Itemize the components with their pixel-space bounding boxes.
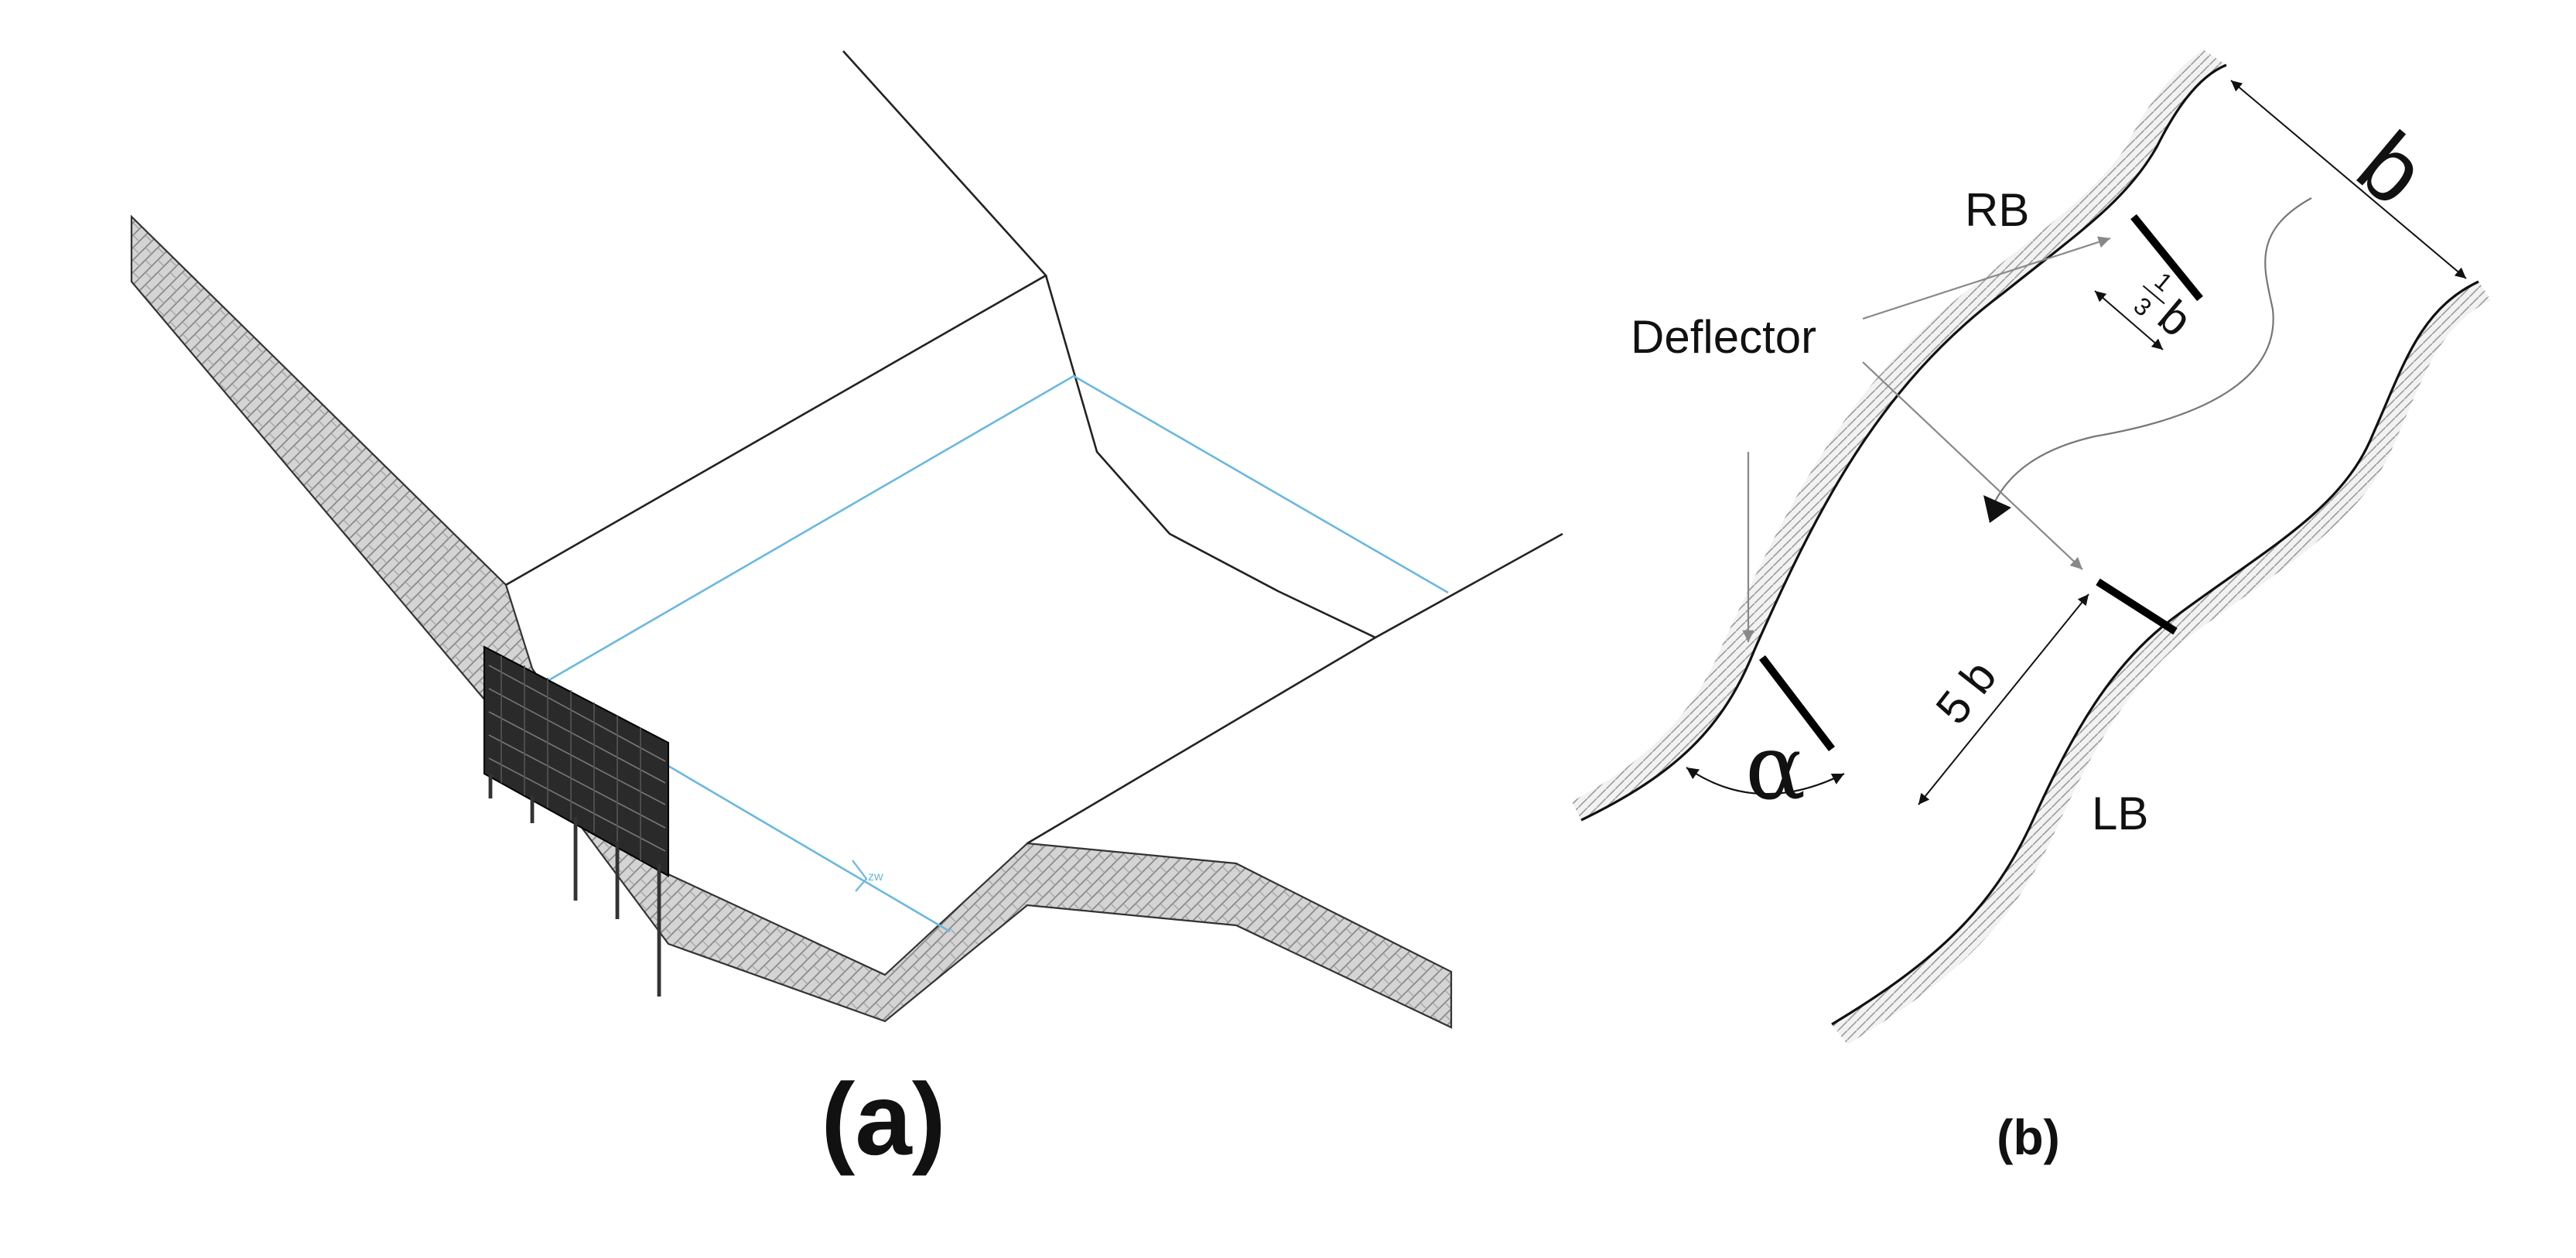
svg-text:b: b <box>2149 290 2202 347</box>
caption-b: (b) <box>1997 1109 2060 1165</box>
spacing-dimension <box>1918 593 2089 805</box>
right-bank-hatch <box>1572 50 2226 820</box>
water-level-symbol: zw <box>852 860 883 892</box>
spacing-label: 5 b <box>1925 651 2006 733</box>
deflector-label: Deflector <box>1631 311 1816 363</box>
panel-a-isometric-view: zw (a) <box>130 50 1563 1176</box>
width-dimension <box>2230 80 2467 279</box>
left-bank-outline <box>505 50 1048 586</box>
length-label: 1 3 b <box>2128 267 2202 347</box>
left-bank-label: LB <box>2092 788 2148 839</box>
svg-text:3: 3 <box>2128 292 2157 322</box>
svg-text:zw: zw <box>868 870 883 884</box>
width-label: b <box>2339 112 2444 225</box>
channel-edge <box>1027 636 1376 845</box>
right-bank-outline <box>1044 275 1563 639</box>
deflector-middle <box>2096 578 2178 635</box>
right-bank-line <box>1580 63 2227 822</box>
panel-b-plan-view: b 1 3 b 5 b α RB LB Deflector (b) <box>1572 50 2491 1165</box>
deflector-leader-middle <box>1862 361 2083 570</box>
angle-arc <box>1686 767 1845 795</box>
deflector-lower <box>1759 655 1835 752</box>
right-bank-label: RB <box>1965 184 2029 236</box>
wicker-fence <box>483 645 669 996</box>
water-surface <box>547 374 1449 933</box>
deflector-leader-upper <box>1862 236 2111 320</box>
caption-a: (a) <box>821 1062 945 1176</box>
deflector-upper <box>2130 214 2203 302</box>
svg-text:1: 1 <box>2149 267 2178 297</box>
left-bank-hatch <box>1832 282 2491 1044</box>
soil-section <box>130 214 1453 1029</box>
left-bank-line <box>1831 280 2479 1026</box>
angle-label: α <box>1745 716 1806 820</box>
length-dimension <box>2094 290 2164 350</box>
flow-arrow <box>1983 495 2011 523</box>
